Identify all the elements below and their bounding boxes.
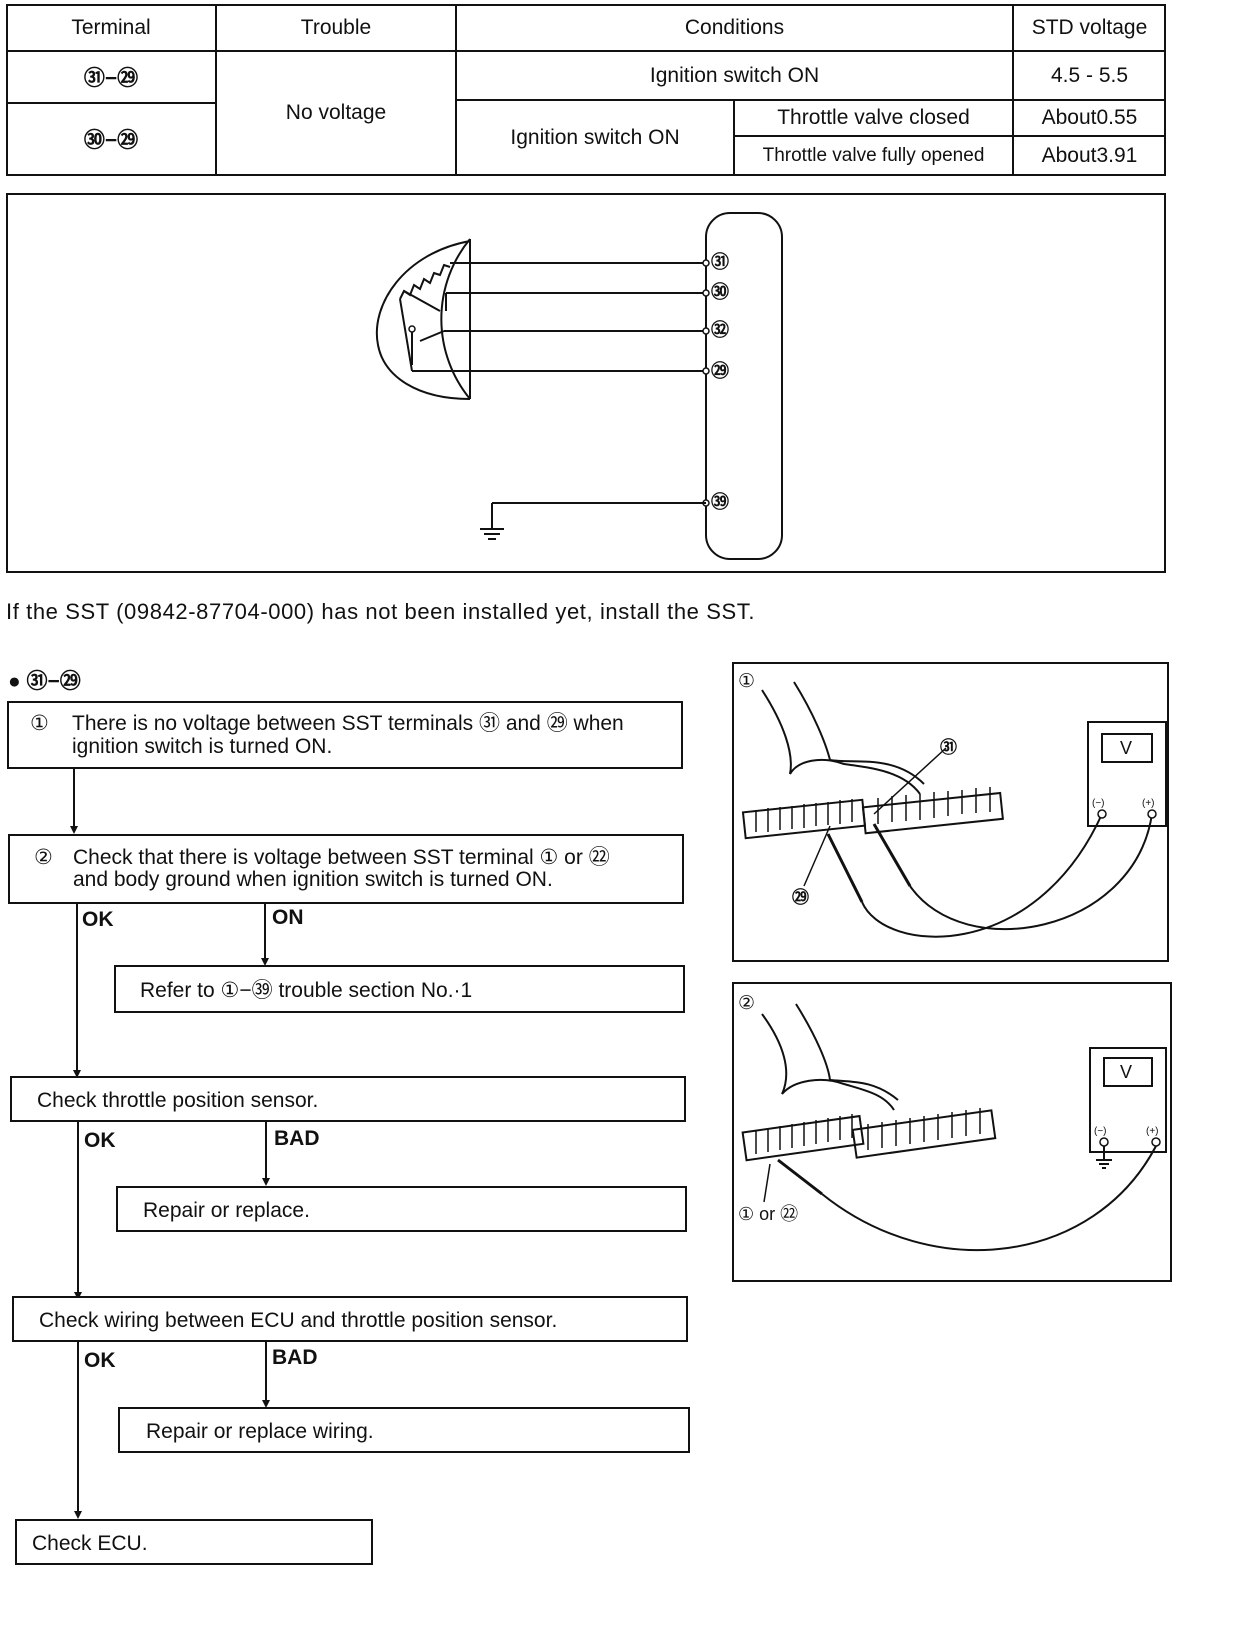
illustration-2-minus: (−): [1094, 1126, 1107, 1137]
repair2-text: Repair or replace wiring.: [146, 1420, 374, 1443]
repair1-text: Repair or replace.: [143, 1199, 310, 1222]
step1-line2: ignition switch is turned ON.: [72, 735, 333, 758]
row1-terminal: ㉛−㉙: [83, 67, 139, 90]
header-std-voltage: STD voltage: [1031, 15, 1148, 39]
illustration-1-drawing: [741, 681, 1167, 938]
header-terminal: Terminal: [71, 15, 151, 39]
repair1-box: [116, 1186, 687, 1232]
terminal-32-label: ㉜: [711, 320, 729, 340]
refer-text: Refer to ①−㊴ trouble section No.·1: [140, 979, 473, 1002]
throttle-open-voltage: About3.91: [1041, 143, 1138, 167]
step2-number: ②: [34, 846, 53, 869]
illustration-2-number: ②: [738, 993, 756, 1014]
arrow-bad-2: [262, 1400, 270, 1408]
check-tps-text: Check throttle position sensor.: [37, 1089, 319, 1112]
wiring-schematic: ㉛ ㉚ ㉜ ㉙ ㊴: [6, 193, 1166, 573]
tps-ok-label: OK: [84, 1129, 116, 1152]
illustration-1-plus: (+): [1142, 798, 1155, 809]
connector-ok-1: [76, 904, 78, 1072]
check-wiring-box: [12, 1296, 688, 1342]
header-trouble: Trouble: [300, 15, 372, 39]
row2-terminal: ㉚−㉙: [83, 129, 139, 152]
illustration-2-plus: (+): [1146, 1126, 1159, 1137]
arrow-ok-1: [73, 1070, 81, 1078]
terminal-31-label: ㉛: [711, 252, 729, 272]
illustration-2-callout: ① or ㉒: [738, 1204, 799, 1224]
connector-bad-2: [265, 1342, 267, 1402]
illustration-2: ② V (−) (+) ① or ㉒: [732, 982, 1172, 1282]
illustration-1: ① V (−) (+) ㉛ ㉙: [732, 662, 1169, 962]
illustration-1-minus: (−): [1092, 798, 1105, 809]
arrow-bad-1: [262, 1178, 270, 1186]
wiring-bad-label: BAD: [272, 1346, 318, 1369]
connector-bad-1: [265, 1122, 267, 1180]
illustration-1-meter-label: V: [1120, 738, 1133, 758]
throttle-closed-condition: Throttle valve closed: [777, 106, 970, 129]
spec-table: Terminal Trouble Conditions STD voltage …: [6, 4, 1166, 176]
step1-line1: There is no voltage between SST terminal…: [72, 712, 624, 735]
step1-number: ①: [30, 712, 49, 735]
section-heading: ● ㉛−㉙: [8, 670, 81, 693]
check-ecu-box: [15, 1519, 373, 1565]
step2-ok-label: OK: [82, 908, 114, 931]
terminal-39-label: ㊴: [711, 492, 729, 512]
refer-box: [114, 965, 685, 1013]
connector-ok-2: [77, 1122, 79, 1294]
tps-bad-label: BAD: [274, 1127, 320, 1150]
step1-box: [7, 701, 683, 769]
header-conditions: Conditions: [684, 15, 785, 39]
check-tps-box: [10, 1076, 686, 1122]
row2-condition: Ignition switch ON: [510, 125, 680, 149]
terminal-29-label: ㉙: [711, 361, 729, 381]
step2-on-label: ON: [272, 906, 304, 929]
schematic-drawing: [8, 195, 783, 560]
illustration-2-drawing: [741, 1003, 1167, 1252]
row1-voltage: 4.5 - 5.5: [1050, 63, 1129, 87]
arrow-1: [70, 826, 78, 834]
check-wiring-text: Check wiring between ECU and throttle po…: [39, 1309, 558, 1332]
connector-1: [73, 769, 75, 827]
throttle-open-condition: Throttle valve fully opened: [762, 144, 985, 166]
table-grid: [6, 4, 1166, 176]
connector-ok-3: [77, 1342, 79, 1512]
terminal-30-label: ㉚: [711, 282, 729, 302]
wiring-ok-label: OK: [84, 1349, 116, 1372]
illustration-2-meter-label: V: [1120, 1062, 1133, 1082]
throttle-closed-voltage: About0.55: [1041, 106, 1138, 129]
check-ecu-text: Check ECU.: [32, 1532, 148, 1555]
illustration-1-callout-29: ㉙: [792, 888, 809, 907]
trouble-no-voltage: No voltage: [285, 101, 387, 124]
step2-box: [8, 834, 684, 904]
step2-line2: and body ground when ignition switch is …: [73, 868, 553, 891]
arrow-on: [261, 958, 269, 966]
connector-on: [264, 904, 266, 960]
illustration-1-callout-31: ㉛: [940, 738, 957, 757]
illustration-1-number: ①: [738, 671, 756, 692]
sst-install-note: If the SST (09842-87704-000) has not bee…: [6, 599, 756, 624]
row1-condition: Ignition switch ON: [649, 63, 820, 87]
step2-line1: Check that there is voltage between SST …: [73, 846, 610, 869]
arrow-ok-3: [74, 1511, 82, 1519]
repair2-box: [118, 1407, 690, 1453]
